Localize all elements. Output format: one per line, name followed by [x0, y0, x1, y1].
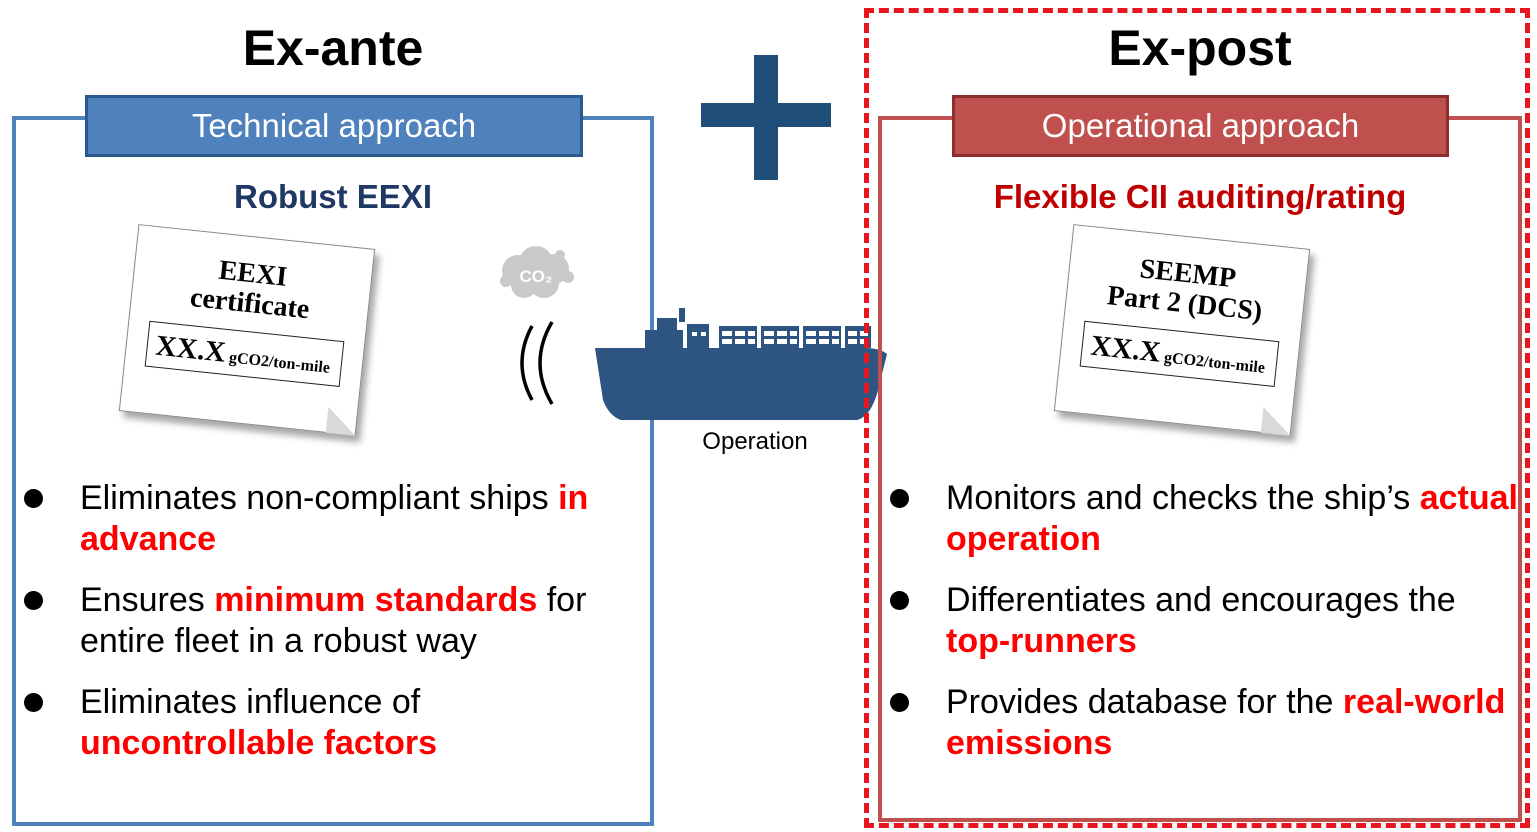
- flexible-cii-heading: Flexible CII auditing/rating: [993, 178, 1407, 215]
- seemp-certificate-title: SEEMP Part 2 (DCS): [1066, 247, 1307, 331]
- container-ship-icon: [595, 308, 887, 420]
- certificate-value-box: XX.X gCO2/ton-mile: [144, 320, 345, 387]
- plus-icon-vertical: [754, 55, 778, 180]
- bullet-item: Eliminates non-compliant ships in advanc…: [20, 478, 650, 560]
- certificate-unit: gCO2/ton-mile: [228, 349, 331, 377]
- eexi-certificate: EEXI certificate XX.X gCO2/ton-mile: [118, 224, 376, 436]
- bullet-dot-icon: [890, 591, 909, 610]
- bullet-dot-icon: [24, 591, 43, 610]
- bullet-item: Eliminates influence of uncontrollable f…: [20, 682, 650, 764]
- bullet-highlight: uncontrollable factors: [80, 724, 438, 762]
- eexi-certificate-title: EEXI certificate: [131, 247, 372, 331]
- bullet-text: Monitors and checks the ship’s: [946, 479, 1420, 517]
- bullet-highlight: top-runners: [946, 622, 1137, 660]
- bullet-dot-icon: [890, 489, 909, 508]
- page-curl: [325, 406, 359, 436]
- bullet-dot-icon: [24, 693, 43, 712]
- technical-approach-tab: Technical approach: [85, 95, 583, 157]
- operation-label: Operation: [702, 428, 808, 455]
- certificate-value: XX.X: [1089, 329, 1163, 369]
- bullet-highlight: real-world emissions: [946, 683, 1506, 762]
- bullet-text: Provides database for the: [946, 683, 1343, 721]
- bullet-highlight: actual operation: [946, 479, 1518, 558]
- bullet-highlight: in advance: [80, 479, 589, 558]
- bullet-dot-icon: [24, 489, 43, 508]
- seemp-certificate: SEEMP Part 2 (DCS) XX.X gCO2/ton-mile: [1053, 224, 1311, 436]
- certificate-unit: gCO2/ton-mile: [1163, 349, 1266, 377]
- ex-post-dashed-frame: [864, 8, 1530, 828]
- page-curl: [1260, 406, 1294, 436]
- co2-cloud-icon: CO₂: [500, 246, 574, 298]
- bullet-dot-icon: [890, 693, 909, 712]
- bullet-text: Ensures: [80, 581, 215, 619]
- co2-label: CO₂: [519, 267, 552, 286]
- operational-approach-bullets: Monitors and checks the ship’s actual op…: [886, 478, 1518, 784]
- bullet-text: Differentiates and encourages the: [946, 581, 1456, 619]
- bullet-highlight: minimum standards: [214, 581, 538, 619]
- bullet-text: Eliminates non-compliant ships: [80, 479, 559, 517]
- robust-eexi-heading: Robust EEXI: [233, 178, 433, 215]
- ex-ante-title: Ex-ante: [242, 20, 424, 76]
- bullet-text: Eliminates influence of: [80, 683, 421, 721]
- emission-waves-icon: [520, 321, 554, 405]
- bullet-item: Differentiates and encourages the top-ru…: [886, 580, 1518, 662]
- certificate-value: XX.X: [154, 329, 228, 369]
- certificate-value-box: XX.X gCO2/ton-mile: [1079, 320, 1280, 387]
- bullet-text-after: for entire fleet in a robust way: [80, 581, 587, 660]
- bullet-item: Monitors and checks the ship’s actual op…: [886, 478, 1518, 560]
- technical-approach-bullets: Eliminates non-compliant ships in advanc…: [20, 478, 650, 784]
- ex-post-title: Ex-post: [1108, 20, 1292, 76]
- bullet-item: Ensures minimum standards for entire fle…: [20, 580, 650, 662]
- bullet-item: Provides database for the real-world emi…: [886, 682, 1518, 764]
- operational-approach-tab: Operational approach: [952, 95, 1449, 157]
